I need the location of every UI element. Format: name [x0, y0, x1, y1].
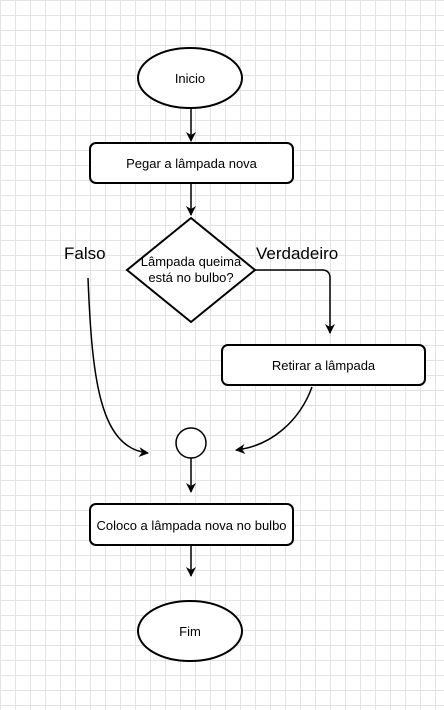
end-label: Fim [179, 623, 201, 639]
start-terminator[interactable] [137, 47, 243, 109]
remove-bulb-box[interactable] [221, 344, 426, 386]
end-terminator[interactable] [137, 600, 243, 662]
merge-connector[interactable] [175, 427, 207, 459]
false-branch-label: Falso [64, 244, 106, 263]
true-branch-label: Verdadeiro [256, 244, 339, 263]
insert-bulb-label: Coloco a lâmpada nova no bulbo [96, 517, 287, 533]
edge-remove-to-merge [235, 386, 313, 454]
start-label: Inicio [174, 70, 206, 86]
decision-diamond[interactable] [125, 216, 257, 324]
remove-bulb-label: Retirar a lâmpada [271, 357, 376, 373]
decision-label: Lâmpada queima está no bulbo? [140, 254, 242, 285]
edge-false [87, 277, 149, 458]
take-new-bulb-label: Pegar a lâmpada nova [126, 155, 257, 171]
edge-true [255, 269, 335, 334]
